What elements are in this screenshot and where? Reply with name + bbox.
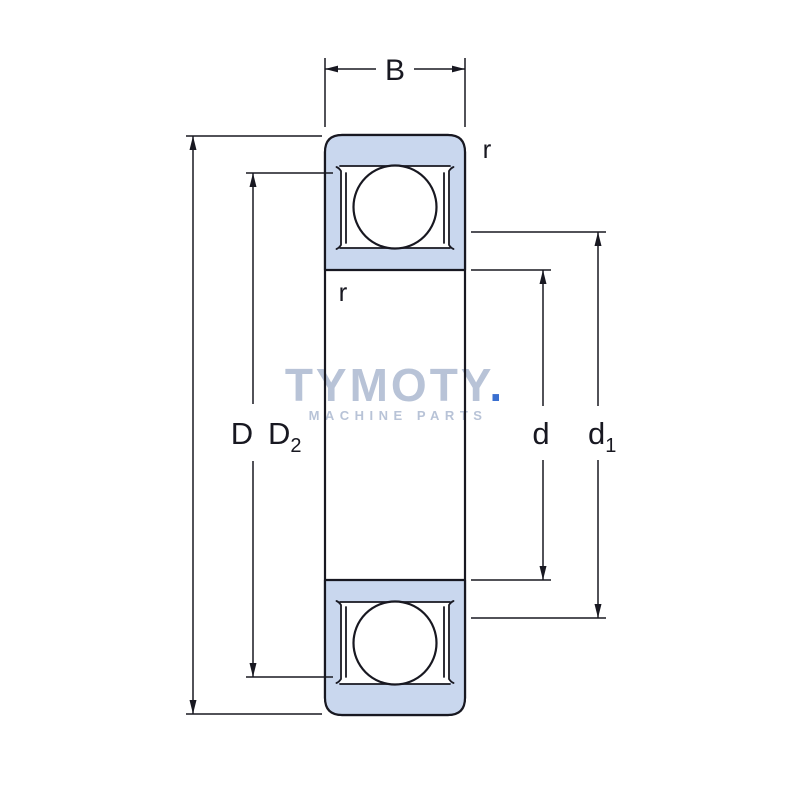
dim-d-arrow-bottom <box>539 566 547 580</box>
dim-d1 <box>471 231 606 619</box>
watermark-tagline: MACHINE PARTS <box>309 408 488 423</box>
bottom-right-shield <box>443 600 455 684</box>
label-D2-subscript: 2 <box>290 435 301 457</box>
watermark: TYMOTY. MACHINE PARTS <box>285 359 505 423</box>
bottom-ball <box>352 600 438 686</box>
label-width-B: B <box>385 54 405 87</box>
top-right-shield <box>443 166 455 250</box>
dim-d <box>471 269 551 581</box>
label-fillet-radius-bottom: r <box>339 277 348 307</box>
label-d1-subscript: 1 <box>605 435 616 457</box>
dim-D2-arrow-top <box>249 173 257 187</box>
dim-D-arrow-top <box>189 136 197 150</box>
label-outer-diameter-D: D <box>231 416 253 451</box>
dim-D2 <box>246 172 333 678</box>
label-D2-base: D <box>268 416 290 451</box>
dim-D2-arrow-bottom <box>249 663 257 677</box>
bearing-body <box>323 133 467 717</box>
dim-D-arrow-bottom <box>189 700 197 714</box>
watermark-brand: TYMOTY <box>285 359 491 411</box>
dim-d-arrow-top <box>539 270 547 284</box>
watermark-brand-text: TYMOTY. <box>285 359 505 411</box>
dim-d1-arrow-top <box>594 232 602 246</box>
label-recess-diameter-D2: D2 <box>268 416 302 457</box>
dim-B <box>324 58 466 127</box>
label-shoulder-diameter-d1: d1 <box>588 416 616 457</box>
label-bore-diameter-d: d <box>532 416 549 451</box>
bottom-left-shield <box>335 600 347 684</box>
label-d1-base: d <box>588 416 605 451</box>
dim-d1-arrow-bottom <box>594 604 602 618</box>
dimension-labels: B D D2 d d1 r r <box>231 54 617 457</box>
dimension-lines <box>186 58 606 715</box>
dim-B-arrow-right <box>452 65 465 73</box>
top-left-shield <box>335 166 347 250</box>
watermark-dot: . <box>489 359 505 411</box>
dim-D <box>186 135 322 715</box>
label-fillet-radius-top: r <box>483 134 492 164</box>
top-ball <box>352 164 438 250</box>
dim-B-arrow-left <box>325 65 338 73</box>
